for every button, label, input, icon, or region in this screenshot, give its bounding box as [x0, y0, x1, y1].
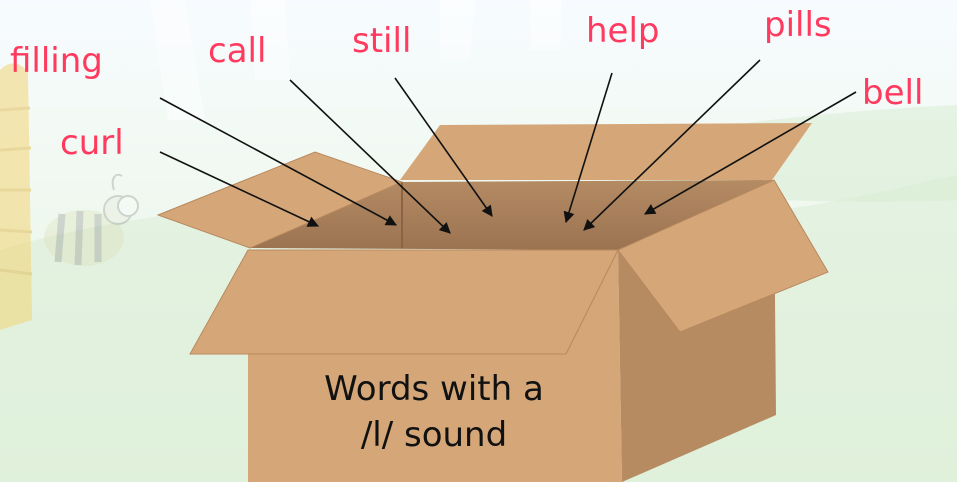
- word-help: help: [586, 14, 660, 48]
- word-filling: filling: [10, 44, 103, 78]
- box-label-line-1: Words with a: [248, 366, 620, 412]
- word-bell: bell: [862, 76, 923, 110]
- box-label-line-2: /l/ sound: [248, 412, 620, 458]
- word-pills: pills: [764, 8, 832, 42]
- word-curl: curl: [60, 126, 124, 160]
- box-back-flap: [400, 123, 812, 180]
- beehive-illustration: [0, 63, 32, 330]
- word-still: still: [352, 24, 411, 58]
- word-call: call: [208, 34, 266, 68]
- box-front-flap: [190, 250, 618, 354]
- box-label: Words with a /l/ sound: [248, 366, 620, 458]
